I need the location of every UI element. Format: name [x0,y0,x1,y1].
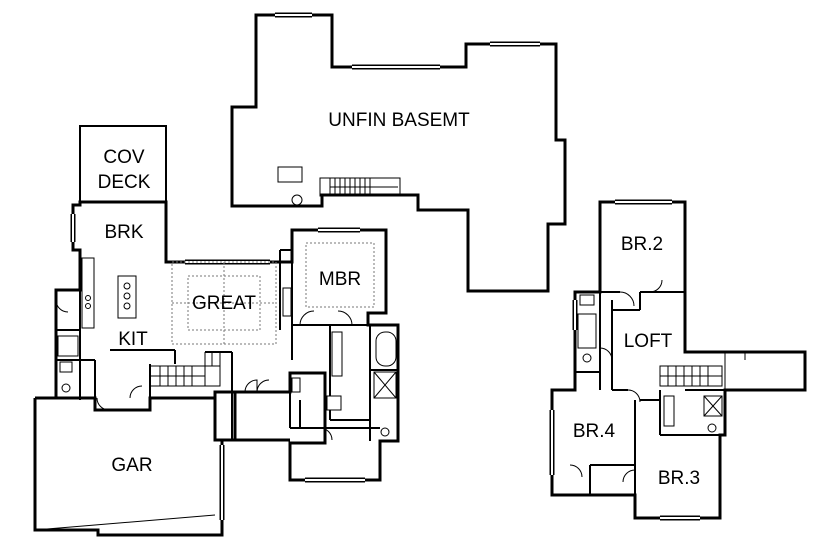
upper-sink [579,294,595,306]
main-floor-windows [70,109,365,483]
basement-windows [275,12,540,70]
basement-outline [230,13,567,293]
bedroom-2-label: BR.2 [621,234,663,255]
upper-shower [703,395,723,417]
upper-toilet-2 [707,423,717,433]
kitchen-counter [81,257,95,329]
covered-deck-label-line1: COV [103,147,145,168]
washer [57,335,79,357]
main-floor-plan: COV DECK BRK GREAT MBR KIT GAR [33,109,400,537]
vanity-sink [326,395,342,411]
main-floor-outline [54,200,400,482]
loft-label: LOFT [624,331,673,352]
bedroom-3-label: BR.3 [658,468,700,489]
basement-mechanical [277,166,303,183]
basement-label: UNFIN BASEMT [328,110,470,131]
basement-stairs [319,177,401,197]
cooktop-burner [85,303,91,309]
bedroom-4-label: BR.4 [573,421,616,442]
bathtub [375,331,397,367]
covered-deck-label-line2: DECK [98,172,151,193]
great-room-label: GREAT [192,293,256,314]
main-floor-doors [55,299,353,441]
toilet [380,427,390,437]
fireplace [282,287,292,317]
upper-toilet [582,353,592,363]
upper-floor-windows [549,199,700,521]
garage-door-track [34,514,216,531]
main-stairs [149,352,221,387]
upper-floor-plan: BR.2 LOFT BR.4 BR.3 [549,199,807,521]
kitchen-label: KIT [118,329,148,350]
upper-vanity [663,395,675,427]
basement-plan: UNFIN BASEMT [230,12,567,293]
breakfast-label: BRK [104,222,143,243]
garage-label: GAR [111,455,152,476]
upper-bathtub [577,313,597,349]
powder-sink [59,361,73,373]
upper-floor-interior-walls [575,291,725,495]
upper-floor-doors [569,279,663,483]
upper-floor-outline [550,200,807,520]
kitchen-island [117,275,137,319]
vanity [331,331,343,377]
garage-outline [33,392,290,537]
main-floor-interior-walls [56,249,398,441]
basement-water-heater [291,194,303,206]
upper-stairs [659,352,746,390]
cooktop-burner [85,295,91,301]
mbr-ceiling [305,242,375,308]
wc-toilet [291,377,301,393]
powder-toilet [61,383,71,393]
great-room-ceiling [171,261,277,345]
shower [373,371,397,399]
master-bedroom-label: MBR [319,269,361,290]
